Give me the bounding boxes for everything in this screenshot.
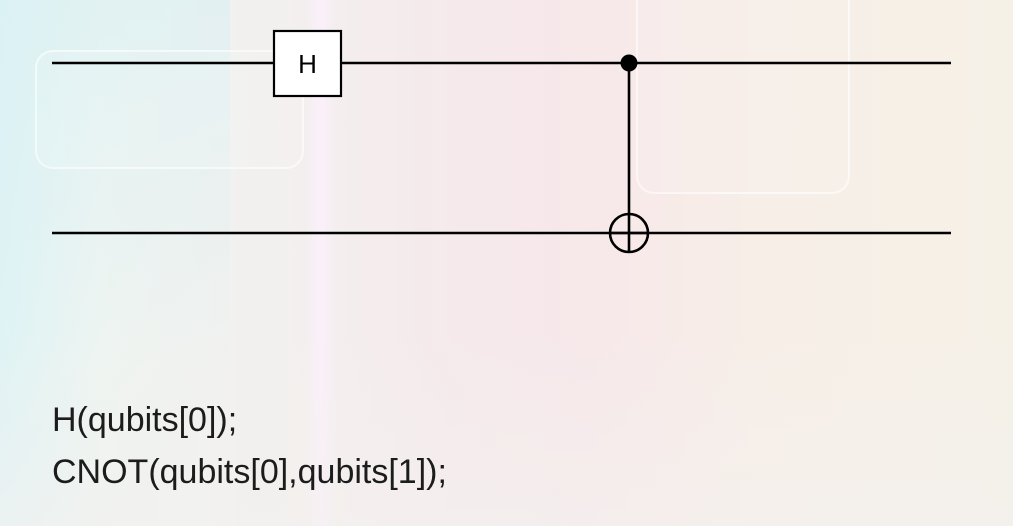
hadamard-gate-box (272, 29, 343, 98)
code-snippet: H(qubits[0]); CNOT(qubits[0],qubits[1]); (52, 394, 447, 498)
cnot-control-dot (620, 54, 638, 72)
cnot-target-oplus (608, 212, 650, 254)
hadamard-gate: H (272, 29, 343, 98)
hadamard-gate-label: H (298, 49, 317, 79)
cnot-gate (608, 54, 650, 254)
code-line-hadamard: H(qubits[0]); (52, 401, 238, 439)
code-line-cnot: CNOT(qubits[0],qubits[1]); (52, 453, 447, 491)
